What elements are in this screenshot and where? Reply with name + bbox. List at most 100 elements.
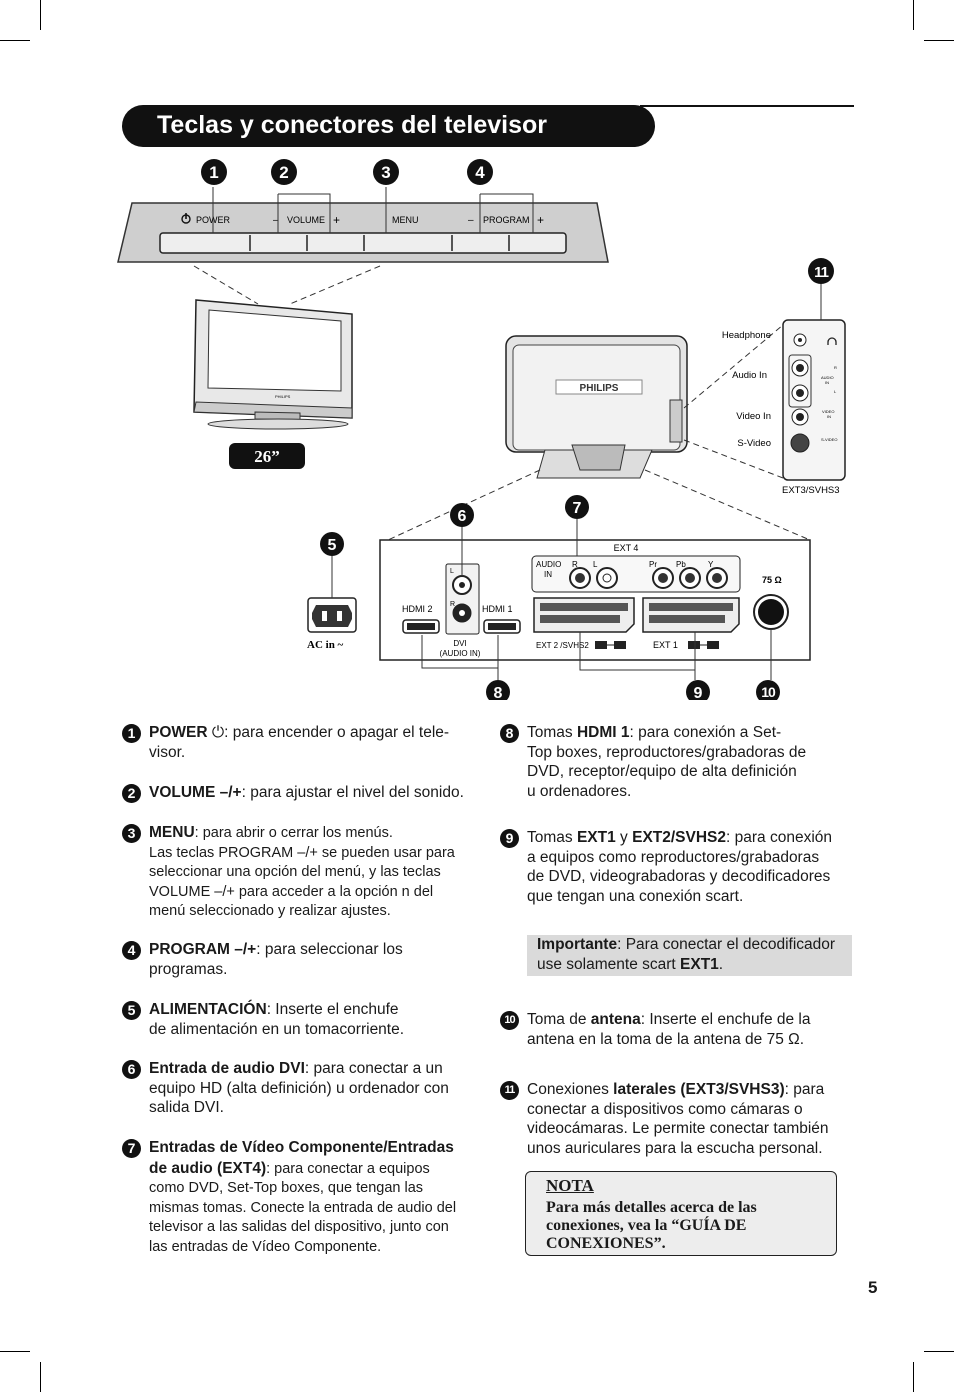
svg-text:10: 10	[761, 684, 776, 700]
volume-plus-label: +	[333, 213, 340, 227]
important-text: : Para conectar el decodificador	[617, 936, 836, 953]
headphone-icon	[827, 337, 837, 345]
title-bar: Teclas y conectores del televisor	[122, 105, 655, 147]
screen-size-badge: 26”	[229, 443, 305, 469]
ext1-label: EXT 1	[653, 640, 678, 650]
item-term: ALIMENTACIÓN	[149, 1001, 267, 1018]
side-svideo-label: S-VIDEO	[821, 437, 837, 442]
item-text: : para seleccionar los	[256, 941, 403, 958]
item-term: laterales (EXT3/SVHS3)	[613, 1081, 785, 1098]
ext2-label: EXT 2 /SVHS2	[536, 641, 589, 650]
ext4-in-label: IN	[544, 570, 552, 579]
item-line: a equipos como reproductores/grabadoras	[527, 848, 820, 866]
item-line: las entradas de Vídeo Componente.	[149, 1238, 382, 1255]
callout-5: 5	[320, 532, 344, 556]
dvi-r-label: R	[450, 601, 455, 608]
svg-text:7: 7	[573, 500, 582, 517]
side-r-label: R	[834, 365, 837, 370]
nota-line: conexiones, vea la “GUÍA DE	[546, 1217, 747, 1234]
item-term: antena	[590, 1011, 641, 1028]
item-line: conectar a dispositivos como cámaras o	[527, 1100, 803, 1118]
item-text: : para conectar a un	[304, 1060, 443, 1077]
ext3-label: EXT3/SVHS3	[782, 485, 840, 496]
callout-9: 9	[686, 680, 710, 700]
item-line: de alimentación en un tomacorriente.	[149, 1020, 405, 1038]
crop-mark	[913, 0, 914, 30]
important-text: use solamente scart	[537, 955, 681, 973]
svg-text:4: 4	[475, 163, 485, 182]
scart-ext1	[642, 597, 740, 633]
item-line: unos auriculares para la escucha persona…	[527, 1139, 823, 1157]
dvi-audio-label: (AUDIO IN)	[440, 649, 481, 658]
item-line: u ordenadores.	[527, 782, 632, 800]
item-line: seleccionar una opción del menú, y las t…	[149, 864, 441, 880]
program-minus-label: –	[468, 215, 474, 226]
item-line: videocámaras. Le permite conectar tambié…	[527, 1120, 829, 1137]
callout-3: 3	[373, 159, 399, 185]
item-text: : para conexión a Set-	[629, 724, 782, 741]
item-line: salida DVI.	[149, 1099, 224, 1116]
nota-line: CONEXIONES”.	[546, 1235, 666, 1252]
control-strip: POWER – VOLUME + MENU – PROGRAM +	[117, 187, 609, 263]
callout-1: 1	[201, 159, 227, 185]
callout-8: 8	[486, 680, 510, 700]
ext4-pb-label: Pb	[676, 560, 686, 569]
item-text: : Inserte el enchufe	[266, 1001, 399, 1018]
item-text: : para conexión	[726, 829, 833, 846]
tv-front-brand: PHILIPS	[275, 394, 291, 399]
scart-arrow-icon	[595, 641, 626, 649]
item-number: 11	[500, 1081, 519, 1100]
item-term: Entradas de Vídeo Componente/Entradas	[149, 1139, 454, 1156]
power-icon: ⏻	[211, 724, 225, 741]
dvi-l-label: L	[450, 568, 454, 575]
item-line: que tengan una conexión scart.	[527, 887, 744, 905]
crop-mark	[924, 40, 954, 41]
svideo-label: S-Video	[737, 438, 771, 449]
item-line: programas.	[149, 960, 228, 978]
item-line: VOLUME –/+ para acceder a la opción n de…	[149, 883, 434, 900]
item-line: Las teclas PROGRAM –/+ se pueden usar pa…	[149, 844, 455, 861]
important-text: .	[718, 955, 724, 973]
item-text: : para abrir o cerrar los menús.	[194, 825, 393, 841]
item-text: Conexiones	[527, 1081, 614, 1098]
item-number: 6	[122, 1060, 141, 1079]
item-number: 5	[122, 1001, 141, 1020]
svg-text:5: 5	[328, 537, 337, 554]
item-term: MENU	[149, 824, 195, 841]
ac-socket	[307, 597, 357, 633]
nota-title: NOTA	[546, 1176, 594, 1195]
tv-rear: PHILIPS	[505, 335, 688, 479]
ext4-y-label: Y	[708, 560, 714, 569]
hdmi1-label: HDMI 1	[482, 604, 513, 614]
ext4-label: EXT 4	[614, 543, 639, 553]
item-line: como DVD, Set-Top boxes, que tengan las	[149, 1180, 424, 1196]
item-text: : para ajustar el nivel del sonido.	[241, 784, 464, 801]
audio-in-label: Audio In	[732, 370, 767, 381]
antenna-label: 75 Ω	[762, 575, 782, 585]
program-key-label: PROGRAM	[483, 215, 530, 225]
item-number: 10	[500, 1011, 519, 1030]
item-number: 9	[500, 829, 519, 848]
item-line: DVD, receptor/equipo de alta definición	[527, 763, 797, 780]
ac-in-label: AC in ~	[307, 639, 344, 651]
item-line: antena en la toma de la antena de 75 Ω.	[527, 1030, 805, 1048]
svg-text:3: 3	[381, 163, 390, 182]
crop-mark	[40, 1362, 41, 1392]
program-plus-label: +	[537, 213, 544, 227]
tv-diagram: POWER – VOLUME + MENU – PROGRAM + 1 2 3 …	[117, 159, 846, 700]
tv-front: PHILIPS	[193, 299, 353, 430]
item-number: 4	[122, 941, 141, 960]
callout-11: 11	[808, 258, 834, 284]
svg-text:1: 1	[209, 163, 218, 182]
item-line: Top boxes, reproductores/grabadoras de	[527, 743, 807, 761]
item-line: equipo HD (alta definición) u ordenador …	[149, 1079, 449, 1097]
item-line: mismas tomas. Conecte la entrada de audi…	[149, 1199, 457, 1216]
page-title: Teclas y conectores del televisor	[157, 111, 548, 139]
item-term: de audio (EXT4)	[149, 1159, 267, 1177]
ext4-audio-label: AUDIO	[536, 560, 561, 569]
item-text: Tomas	[527, 724, 577, 741]
crop-mark	[913, 1362, 914, 1392]
ext4-jacks	[569, 567, 728, 589]
item-term: HDMI 1	[576, 724, 630, 741]
